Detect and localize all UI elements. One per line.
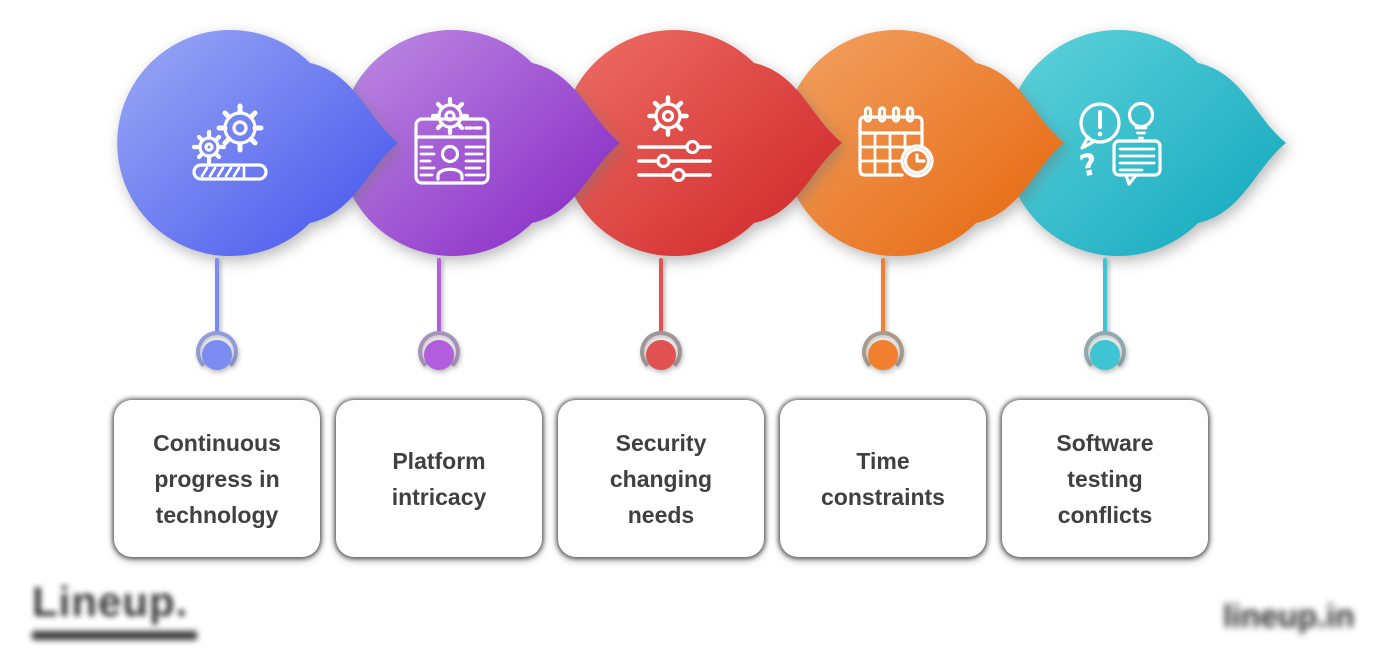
challenge-item: Platform intricacy: [328, 0, 620, 666]
challenge-label: Continuous progress in technology: [153, 429, 281, 528]
leaf-shape: ?: [1005, 30, 1286, 256]
label-card: Software testing conflicts: [1002, 400, 1208, 557]
gear-sliders-settings-icon: [637, 95, 712, 183]
leaf-shape: [561, 30, 842, 256]
calendar-clock-icon: [858, 106, 934, 178]
challenge-item: Continuous progress in technology: [106, 0, 398, 666]
connector-dot: [1090, 340, 1120, 370]
connector-arc: [418, 331, 460, 373]
leaf-shape: [117, 30, 398, 256]
gears-progress-icon: [191, 103, 268, 181]
leaf-shape: [783, 30, 1064, 256]
challenge-item: ? Software testing conflicts: [994, 0, 1286, 666]
challenge-label: Security changing needs: [609, 429, 713, 528]
question-idea-chat-icon: ?: [1077, 101, 1162, 186]
label-card: Continuous progress in technology: [114, 400, 320, 557]
watermark-right-text: lineup.in: [1223, 598, 1355, 634]
connector-arc: [196, 331, 238, 373]
connector-arc: [1084, 331, 1126, 373]
connector-line: [215, 258, 219, 332]
challenge-label: Time constraints: [821, 447, 945, 510]
challenge-label: Software testing conflicts: [1056, 429, 1154, 528]
connector-dot: [202, 340, 232, 370]
leaf-shape: [339, 30, 620, 256]
label-card: Time constraints: [780, 400, 986, 557]
label-card: Platform intricacy: [336, 400, 542, 557]
challenge-item: Time constraints: [772, 0, 1064, 666]
watermark-left-text: Lineup.: [32, 578, 189, 625]
connector-dot: [646, 340, 676, 370]
challenge-item: Security changing needs: [550, 0, 842, 666]
connector-dot: [424, 340, 454, 370]
watermark-left-underline: [32, 631, 197, 640]
connector-line: [659, 258, 663, 332]
platform-window-gear-user-icon: [414, 96, 490, 185]
connector-arc: [640, 331, 682, 373]
watermark-left-logo: Lineup.: [32, 578, 197, 640]
connector-line: [1103, 258, 1107, 332]
connector-arc: [862, 331, 904, 373]
connector-dot: [868, 340, 898, 370]
connector-line: [881, 258, 885, 332]
label-card: Security changing needs: [558, 400, 764, 557]
challenge-label: Platform intricacy: [391, 447, 487, 510]
connector-line: [437, 258, 441, 332]
